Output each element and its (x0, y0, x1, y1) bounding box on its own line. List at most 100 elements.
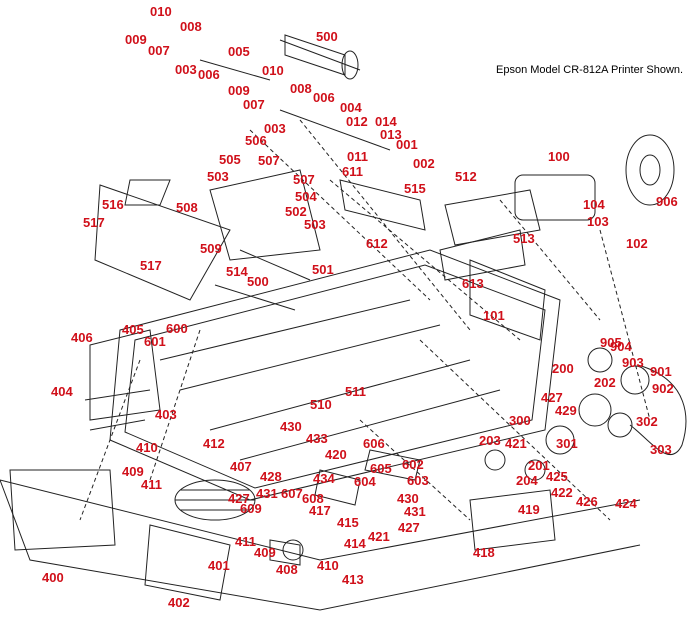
part-callout: 906 (656, 194, 678, 209)
part-callout: 611 (342, 164, 363, 179)
part-callout: 501 (312, 262, 334, 277)
part-callout: 406 (71, 330, 93, 345)
part-callout: 507 (258, 153, 280, 168)
part-callout: 001 (396, 137, 418, 152)
part-callout: 418 (473, 545, 495, 560)
part-callout: 203 (479, 433, 501, 448)
part-callout: 413 (342, 572, 364, 587)
part-callout: 421 (368, 529, 390, 544)
part-callout: 200 (552, 361, 574, 376)
part-callout: 603 (407, 473, 429, 488)
part-callout: 009 (125, 32, 147, 47)
part-callout: 104 (583, 197, 605, 212)
part-callout: 303 (650, 442, 672, 457)
part-callout: 014 (375, 114, 397, 129)
part-callout: 506 (245, 133, 267, 148)
part-callout: 517 (140, 258, 162, 273)
part-callout: 302 (636, 414, 658, 429)
part-callout: 605 (370, 461, 392, 476)
part-callout: 410 (136, 440, 158, 455)
part-callout: 204 (516, 473, 538, 488)
part-callout: 608 (302, 491, 324, 506)
part-callout: 429 (555, 403, 577, 418)
part-callout: 904 (610, 339, 632, 354)
part-callout: 300 (509, 413, 531, 428)
part-callout: 011 (347, 149, 368, 164)
part-callout: 600 (166, 321, 188, 336)
part-callout: 427 (398, 520, 420, 535)
part-callout: 424 (615, 496, 637, 511)
part-callout: 411 (141, 477, 162, 492)
part-callout: 100 (548, 149, 570, 164)
part-callout: 607 (281, 486, 303, 501)
part-callout: 411 (235, 534, 256, 549)
diagram-caption: Epson Model CR-812A Printer Shown. (496, 64, 684, 76)
part-callout: 003 (264, 121, 286, 136)
part-callout: 008 (290, 81, 312, 96)
part-callout: 500 (247, 274, 269, 289)
part-callout: 425 (546, 469, 568, 484)
part-callout: 414 (344, 536, 366, 551)
part-callout: 511 (345, 384, 366, 399)
part-callout: 412 (203, 436, 225, 451)
part-callout: 428 (260, 469, 282, 484)
part-callout: 509 (200, 241, 222, 256)
part-callout: 417 (309, 503, 331, 518)
part-callout: 503 (304, 217, 326, 232)
part-callout: 012 (346, 114, 368, 129)
part-callout: 430 (280, 419, 302, 434)
part-callout: 010 (150, 4, 172, 19)
part-callout: 514 (226, 264, 248, 279)
part-callout: 604 (354, 474, 376, 489)
part-callout: 403 (155, 407, 177, 422)
part-callout: 007 (243, 97, 265, 112)
part-callout: 202 (594, 375, 616, 390)
part-callout: 515 (404, 181, 426, 196)
part-callout: 601 (144, 334, 166, 349)
part-callout: 009 (228, 83, 250, 98)
part-callout: 516 (102, 197, 124, 212)
part-callout: 431 (256, 486, 278, 501)
part-callout: 903 (622, 355, 644, 370)
part-callout: 402 (168, 595, 190, 610)
part-callout: 431 (404, 504, 426, 519)
part-callout: 434 (313, 471, 335, 486)
part-callout: 103 (587, 214, 609, 229)
part-callout: 401 (208, 558, 230, 573)
part-callout: 612 (366, 236, 388, 251)
part-callout: 407 (230, 459, 252, 474)
part-callout: 415 (337, 515, 359, 530)
part-callout: 606 (363, 436, 385, 451)
part-callout: 426 (576, 494, 598, 509)
part-callout: 613 (462, 276, 484, 291)
part-callout: 010 (262, 63, 284, 78)
part-callout: 427 (541, 390, 563, 405)
part-callout: 404 (51, 384, 73, 399)
part-callout: 421 (505, 436, 527, 451)
part-callout: 609 (240, 501, 262, 516)
part-callout: 902 (652, 381, 674, 396)
part-callout: 405 (122, 322, 144, 337)
part-callout: 013 (380, 127, 402, 142)
part-callout: 409 (254, 545, 276, 560)
part-callout: 409 (122, 464, 144, 479)
part-callout: 602 (402, 457, 424, 472)
part-callout: 400 (42, 570, 64, 585)
part-callout: 006 (313, 90, 335, 105)
part-callout: 433 (306, 431, 328, 446)
part-callout: 408 (276, 562, 298, 577)
part-callout: 420 (325, 447, 347, 462)
part-callout: 410 (317, 558, 339, 573)
part-callout: 201 (528, 458, 550, 473)
part-callout: 507 (293, 172, 315, 187)
part-callout: 512 (455, 169, 477, 184)
part-callout: 004 (340, 100, 362, 115)
part-callout: 504 (295, 189, 317, 204)
part-callout: 510 (310, 397, 332, 412)
part-callout: 006 (198, 67, 220, 82)
part-callout: 517 (83, 215, 105, 230)
part-callout: 427 (228, 491, 250, 506)
part-callout: 513 (513, 231, 535, 246)
